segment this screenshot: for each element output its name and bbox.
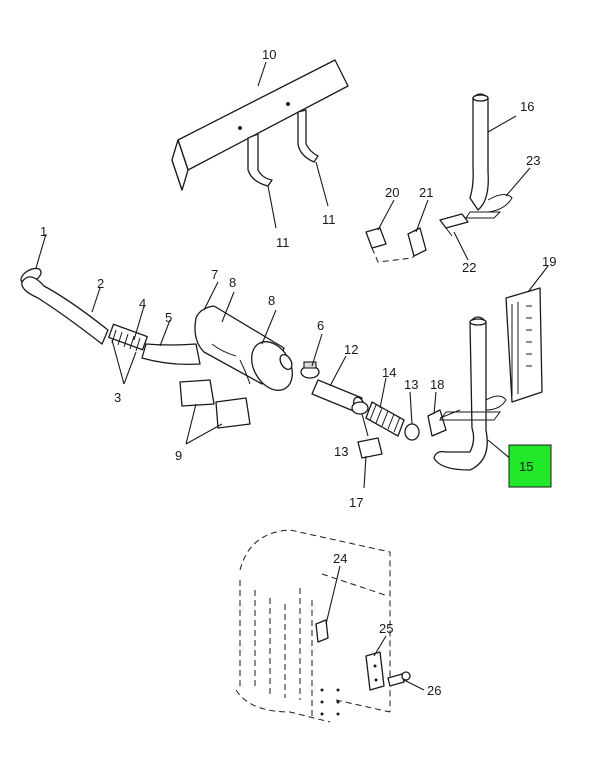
part-11-strap-right[interactable] xyxy=(297,109,319,163)
part-17-bracket[interactable] xyxy=(357,437,383,459)
part-25-bracket[interactable] xyxy=(365,651,385,691)
callout-1[interactable]: 1 xyxy=(40,224,47,239)
callout-19[interactable]: 19 xyxy=(542,254,556,269)
part-20-plate[interactable] xyxy=(365,227,387,249)
part-6-clamp[interactable] xyxy=(300,361,320,379)
callout-4[interactable]: 4 xyxy=(139,296,146,311)
part-21-plate[interactable] xyxy=(407,227,427,257)
callout-22[interactable]: 22 xyxy=(462,260,476,275)
callout-2[interactable]: 2 xyxy=(97,276,104,291)
part-16-tail-pipe[interactable] xyxy=(469,93,489,211)
part-7-muffler[interactable] xyxy=(194,305,301,398)
part-24-plate[interactable] xyxy=(315,619,329,643)
callout-25[interactable]: 25 xyxy=(379,621,393,636)
part-9-bracket-lower[interactable] xyxy=(215,397,251,429)
callout-13-a[interactable]: 13 xyxy=(334,444,348,459)
callout-11-a[interactable]: 11 xyxy=(276,235,290,250)
part-14-flex-tube[interactable] xyxy=(365,401,405,437)
callout-23[interactable]: 23 xyxy=(526,153,540,168)
callout-8-b[interactable]: 8 xyxy=(268,293,275,308)
callout-numbers: 1 2 4 5 3 7 8 8 9 10 11 11 6 12 13 13 14… xyxy=(40,47,556,698)
callout-26[interactable]: 26 xyxy=(427,683,441,698)
part-15-stack-pipe[interactable] xyxy=(433,316,507,471)
callout-12[interactable]: 12 xyxy=(344,342,358,357)
callout-6[interactable]: 6 xyxy=(317,318,324,333)
callout-18[interactable]: 18 xyxy=(430,377,444,392)
part-10-shield-plate[interactable] xyxy=(171,59,349,191)
callout-11-b[interactable]: 11 xyxy=(322,212,336,227)
part-2-pipe[interactable] xyxy=(21,276,109,345)
part-19-heat-shield[interactable] xyxy=(505,287,543,403)
part-18-bracket[interactable] xyxy=(427,409,461,437)
callout-8-a[interactable]: 8 xyxy=(229,275,236,290)
callout-16[interactable]: 16 xyxy=(520,99,534,114)
part-22-bracket[interactable] xyxy=(439,213,469,237)
callout-13-b[interactable]: 13 xyxy=(404,377,418,392)
callout-20[interactable]: 20 xyxy=(385,185,399,200)
callout-7[interactable]: 7 xyxy=(211,267,218,282)
callout-15[interactable]: 15 xyxy=(519,459,533,474)
callout-17[interactable]: 17 xyxy=(349,495,363,510)
part-11-strap-left[interactable] xyxy=(247,133,273,187)
callout-9[interactable]: 9 xyxy=(175,448,182,463)
callout-21[interactable]: 21 xyxy=(419,185,433,200)
part-13-clamp-left[interactable] xyxy=(351,401,369,415)
callout-5[interactable]: 5 xyxy=(165,310,172,325)
part-8-strap[interactable] xyxy=(211,343,251,385)
callout-3[interactable]: 3 xyxy=(114,390,121,405)
callout-24[interactable]: 24 xyxy=(333,551,347,566)
part-26-bolt[interactable] xyxy=(387,671,411,687)
part-9-bracket-upper[interactable] xyxy=(179,379,215,407)
highlight-box-15[interactable] xyxy=(508,444,552,488)
leader-lines xyxy=(35,61,549,691)
cab-outline xyxy=(235,529,391,723)
part-13-clamp-right[interactable] xyxy=(404,423,420,441)
part-5-pipe[interactable] xyxy=(141,343,201,366)
part-23-clamp[interactable] xyxy=(465,194,513,219)
callout-10[interactable]: 10 xyxy=(262,47,276,62)
callout-14[interactable]: 14 xyxy=(382,365,396,380)
part-4-flex-tube[interactable] xyxy=(108,323,148,352)
